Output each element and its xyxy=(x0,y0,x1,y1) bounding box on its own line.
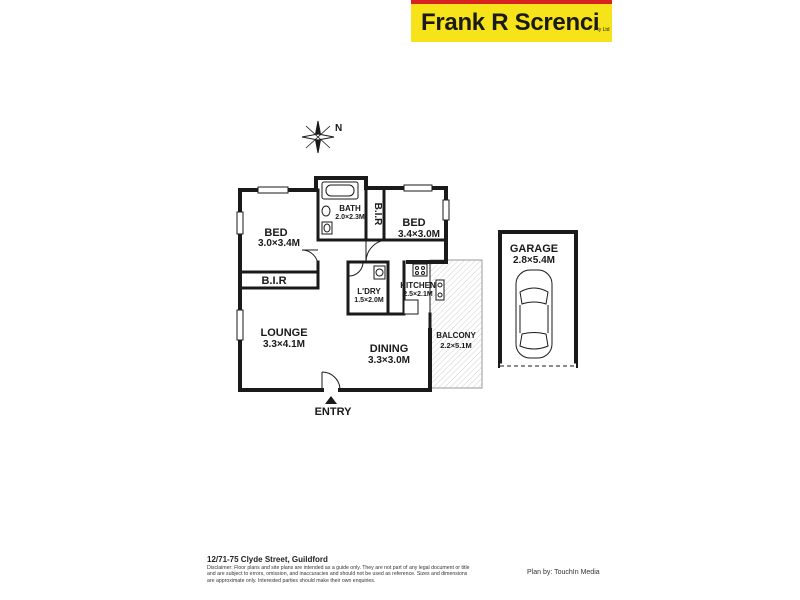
balcony-area xyxy=(429,259,483,389)
entry-label: ENTRY xyxy=(315,406,353,418)
bed1-name: BED xyxy=(264,227,287,239)
brand-suffix: Pty Ltd xyxy=(594,27,610,33)
logo-red-stripe xyxy=(411,0,612,4)
bath-fixtures xyxy=(321,181,359,235)
bir-horizontal-label: B.I.R xyxy=(261,275,286,287)
balcony-size: 2.2×5.1M xyxy=(440,341,471,350)
car-icon xyxy=(515,269,553,359)
bir-vertical-label: B.I.R xyxy=(372,203,383,227)
garage-name: GARAGE xyxy=(510,243,558,255)
bed1-size: 3.0×3.4M xyxy=(258,238,300,249)
brand-logo: Frank R Screnci Pty Ltd xyxy=(411,0,612,42)
bed2-size: 3.4×3.0M xyxy=(398,229,440,240)
garage-size: 2.8×5.4M xyxy=(513,255,555,266)
dining-size: 3.3×3.0M xyxy=(368,355,410,366)
brand-name: Frank R Screnci xyxy=(421,9,600,36)
compass-north-label: N xyxy=(335,123,342,134)
doors xyxy=(301,239,389,391)
dining-name: DINING xyxy=(370,343,409,355)
bath-size: 2.0×2.3M xyxy=(335,214,365,221)
lounge-name: LOUNGE xyxy=(260,327,307,339)
bed2-name: BED xyxy=(402,217,425,229)
windows xyxy=(236,184,450,341)
bath-name: BATH xyxy=(339,204,361,213)
entry-arrow-icon xyxy=(325,396,337,404)
disclaimer-text: Disclaimer: Floor plans and site plans a… xyxy=(207,565,470,584)
kitchen-name: KITCHEN xyxy=(400,281,436,290)
laundry-size: 1.5×2.0M xyxy=(354,297,384,304)
property-address: 12/71-75 Clyde Street, Guildford xyxy=(207,555,328,564)
lounge-size: 3.3×4.1M xyxy=(263,339,305,350)
balcony-name: BALCONY xyxy=(436,331,476,340)
plan-credit: Plan by: TouchIn Media xyxy=(527,569,600,576)
kitchen-fixtures xyxy=(403,263,445,315)
compass-icon xyxy=(301,120,335,154)
kitchen-size: 2.5×2.1M xyxy=(403,291,433,298)
laundry-name: L'DRY xyxy=(357,287,381,296)
laundry-fixtures xyxy=(373,265,386,280)
